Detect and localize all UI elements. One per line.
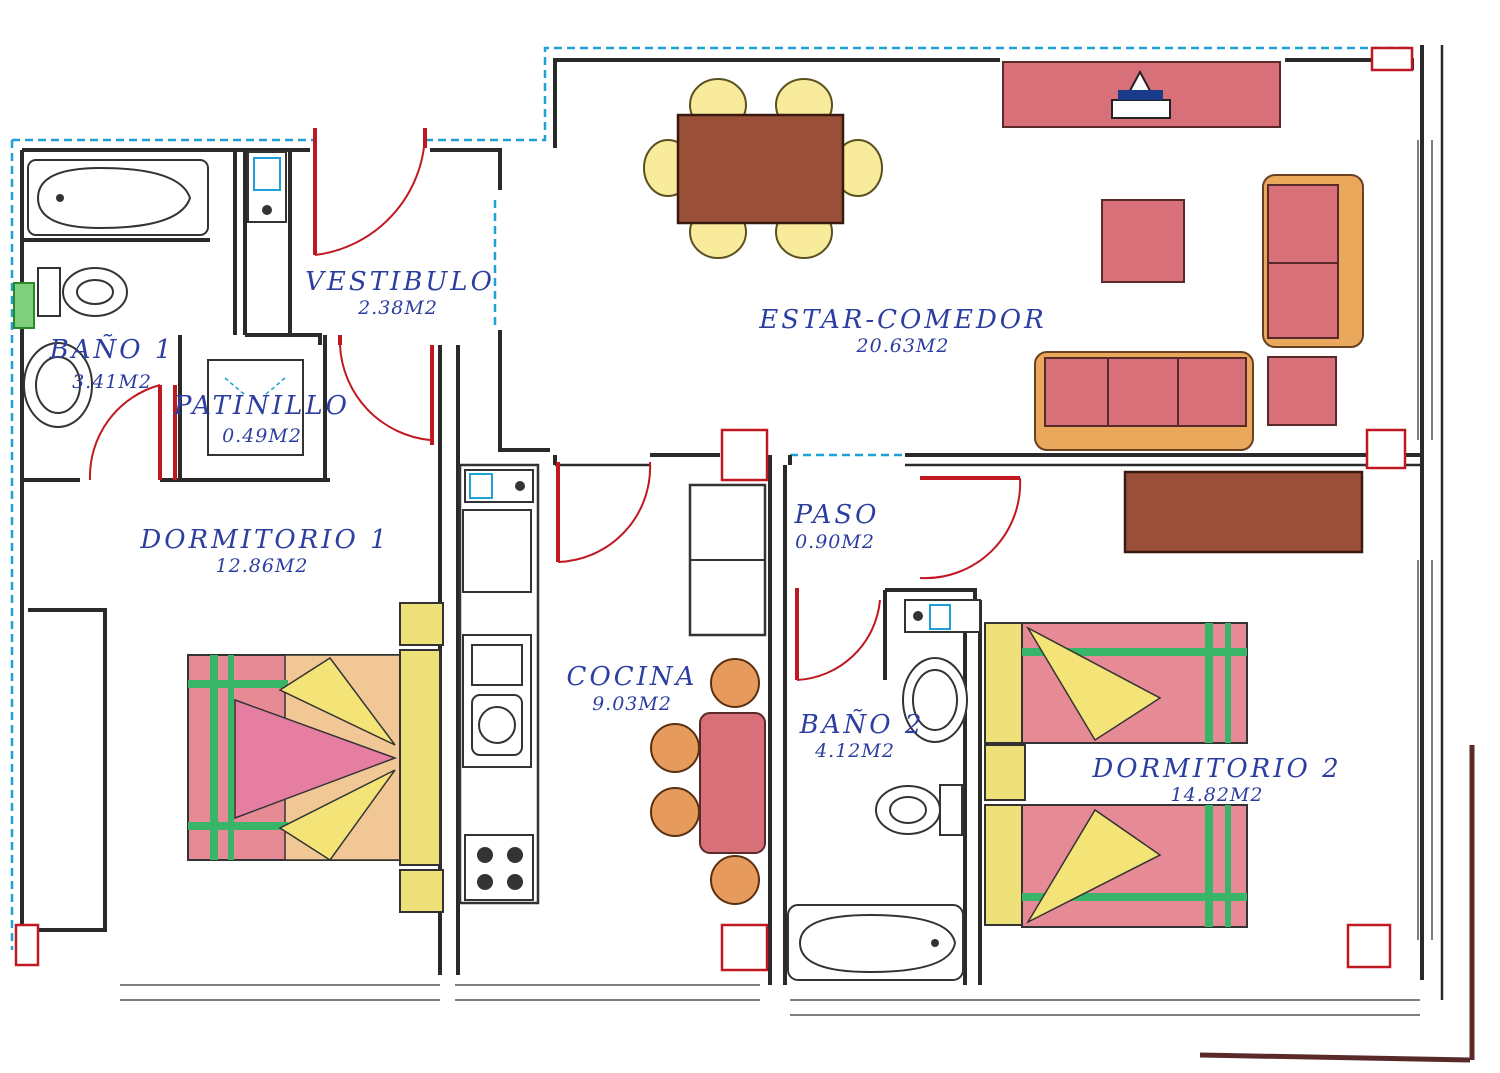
room-area-vestibulo: 2.38M2 <box>357 297 438 319</box>
bano-1-fixtures <box>13 151 287 428</box>
room-name-dormitorio-2: DORMITORIO 2 <box>1091 754 1341 784</box>
room-area-dormitorio-2: 14.82M2 <box>1171 784 1264 806</box>
room-labels: VESTIBULO 2.38M2 ESTAR-COMEDOR 20.63M2 B… <box>49 267 1341 806</box>
room-name-paso: PASO <box>793 500 879 530</box>
kitchen-counter <box>458 463 767 905</box>
room-name-dormitorio-1: DORMITORIO 1 <box>139 525 389 555</box>
doors <box>88 128 1022 681</box>
room-name-patinillo: PATINILLO <box>173 391 350 421</box>
room-name-vestibulo: VESTIBULO <box>305 267 495 297</box>
room-name-bano-2: BAÑO 2 <box>799 708 925 740</box>
dining-table <box>676 113 845 225</box>
pillars <box>14 46 1414 972</box>
coffee-table <box>1101 199 1185 283</box>
room-area-bano-1: 3.41M2 <box>72 371 152 393</box>
stool <box>650 723 700 773</box>
room-name-cocina: COCINA <box>567 662 698 692</box>
bed-dormitorio-1 <box>187 602 444 913</box>
room-area-paso: 0.90M2 <box>795 531 875 553</box>
room-area-patinillo: 0.49M2 <box>222 425 302 447</box>
kitchen-table-set <box>650 658 766 905</box>
stove-icon <box>464 834 534 901</box>
living-room-set <box>1034 174 1364 451</box>
room-name-bano-1: BAÑO 1 <box>49 333 175 365</box>
room-name-estar-comedor: ESTAR-COMEDOR <box>758 305 1046 335</box>
room-area-dormitorio-1: 12.86M2 <box>216 555 309 577</box>
toilet-icon <box>939 784 963 836</box>
stool <box>710 658 760 708</box>
tv-cabinet <box>1002 61 1281 128</box>
stool <box>710 855 760 905</box>
room-area-estar-comedor: 20.63M2 <box>856 335 950 357</box>
dining-set <box>643 78 883 259</box>
side-table <box>1267 356 1337 426</box>
patinillo-shaft <box>207 359 304 456</box>
nightstand <box>399 869 444 913</box>
nightstand <box>399 602 444 646</box>
stool <box>650 787 700 837</box>
room-area-bano-2: 4.12M2 <box>814 740 895 762</box>
beds-dormitorio-2 <box>984 622 1248 928</box>
bano-2-fixtures <box>787 599 981 981</box>
toilet-icon <box>37 267 61 317</box>
room-area-cocina: 9.03M2 <box>592 693 672 715</box>
kitchen-table <box>699 712 766 854</box>
window-sills <box>120 140 1475 1063</box>
wardrobe-dormitorio-2 <box>1123 470 1364 554</box>
